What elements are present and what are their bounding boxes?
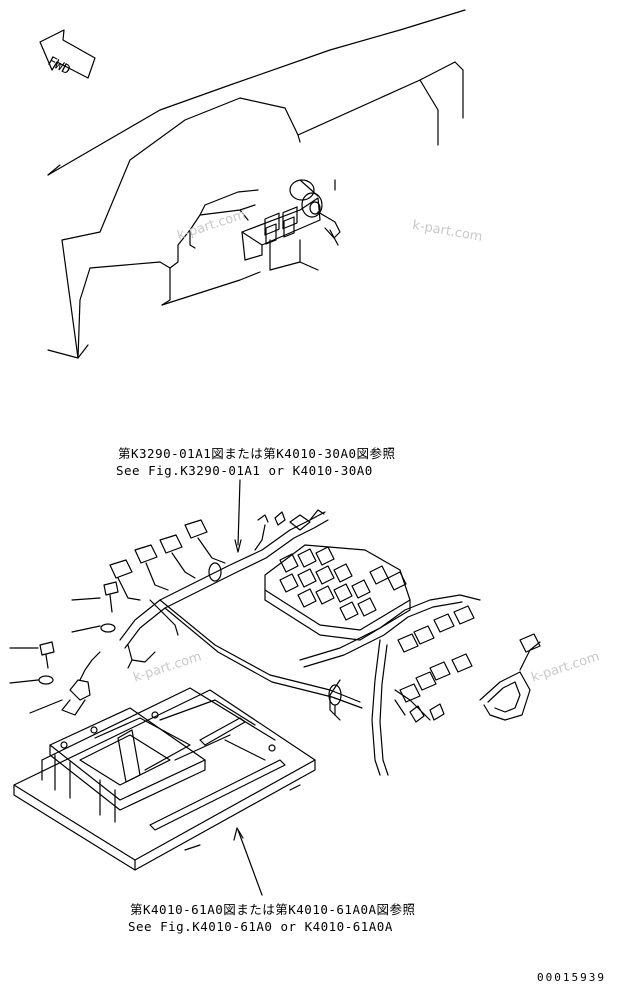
lower-callout-en: See Fig.K4010-61A0 or K4010-61A0A	[128, 919, 393, 934]
harness-connectors-right	[397, 605, 541, 723]
wire-harness	[119, 511, 541, 776]
lower-callout-jp: 第K4010-61A0図または第K4010-61A0A図参照	[130, 902, 416, 917]
relay-block	[264, 544, 411, 641]
switch-panel	[241, 179, 341, 271]
harness-clamps	[208, 562, 342, 716]
left-hardware	[9, 581, 179, 716]
upper-callout-leader	[237, 479, 241, 546]
dashboard-body	[47, 9, 466, 359]
lower-callout-leader	[237, 829, 263, 896]
harness-connectors-left	[109, 509, 325, 601]
base-plate	[13, 687, 316, 871]
drawing-number: 00015939	[537, 971, 606, 984]
fwd-arrow-icon	[39, 29, 96, 79]
upper-callout-jp: 第K3290-01A1図または第K4010-30A0図参照	[118, 446, 396, 461]
upper-callout-en: See Fig.K3290-01A1 or K4010-30A0	[116, 463, 373, 478]
